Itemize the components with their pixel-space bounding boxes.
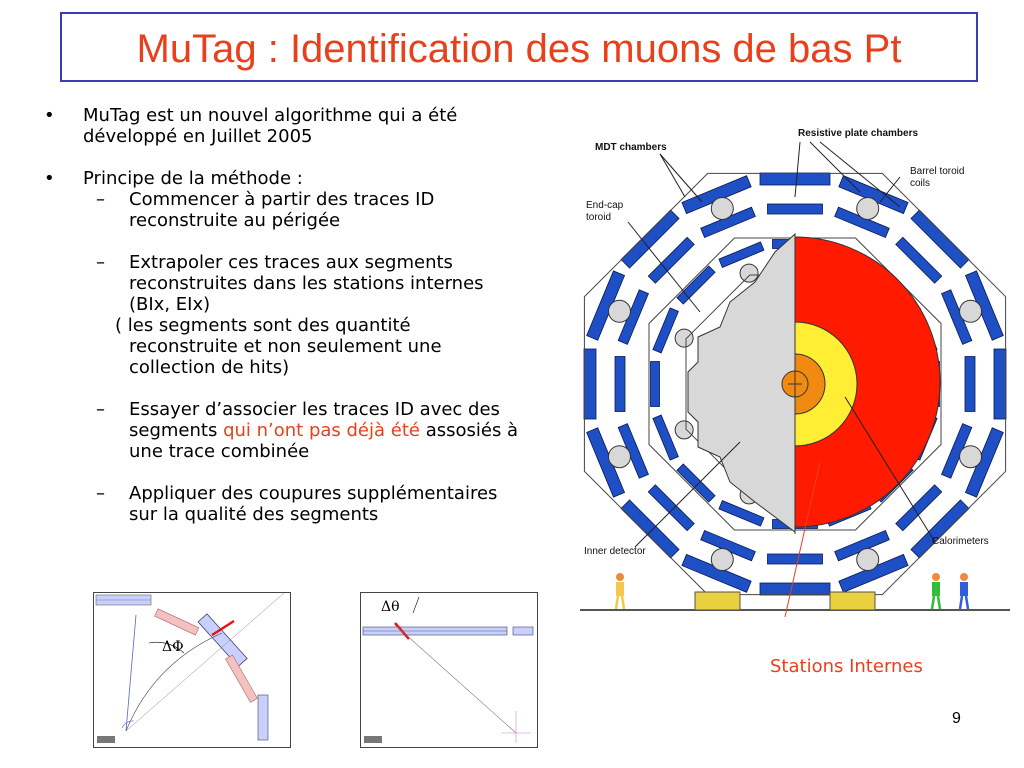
muon-chamber-layers: [583, 172, 1007, 596]
muon-chamber: [718, 241, 765, 268]
label-barrel-toroid-2: coils: [910, 178, 930, 189]
label-rpc: Resistive plate chambers: [798, 128, 918, 139]
bullet-symbol: •: [44, 168, 55, 189]
muon-chamber: [647, 484, 695, 532]
muon-chamber: [676, 265, 716, 305]
muon-chamber: [759, 172, 831, 186]
toroid-coil: [959, 299, 983, 323]
toroid-coil: [674, 328, 694, 348]
bullet-symbol: •: [44, 105, 55, 126]
callout-lines: [627, 141, 936, 618]
sub-bullet-2: – Extrapoler ces traces aux segments: [96, 252, 453, 273]
toroid-coil: [607, 445, 631, 469]
toroid-coil: [856, 196, 880, 220]
muon-chamber: [895, 484, 943, 532]
slide-title: MuTag : Identification des muons de bas …: [136, 27, 902, 71]
person-figure: [614, 573, 626, 610]
toroid-coil: [856, 548, 880, 572]
highlight-text: qui n’ont pas déjà été: [223, 420, 420, 441]
slide-body: • MuTag est un nouvel algorithme qui a é…: [40, 105, 580, 525]
muon-chamber: [993, 348, 1007, 420]
dash-symbol: –: [96, 252, 105, 273]
muon-chamber: [583, 348, 597, 420]
page-number: 9: [952, 710, 961, 727]
human-scale-figures: [614, 573, 970, 610]
bullet-1: • MuTag est un nouvel algorithme qui a é…: [44, 105, 458, 126]
label-calorimeters: Calorimeters: [932, 536, 989, 547]
delta-theta-symbol: Δθ: [381, 599, 400, 615]
muon-chamber: [767, 203, 823, 215]
muon-chamber: [652, 414, 679, 461]
calorimeter: [794, 236, 941, 528]
atlas-detector-diagram: MDT chambers Resistive plate chambers Ba…: [580, 128, 1010, 618]
delta-phi-symbol: ΔΦ: [162, 639, 184, 655]
label-endcap-1: End-cap: [586, 200, 624, 211]
toroid-coil: [710, 196, 734, 220]
title-box: MuTag : Identification des muons de bas …: [60, 12, 978, 82]
sub-bullet-4: – Appliquer des coupures supplémentaires: [96, 483, 498, 504]
person-figure: [930, 573, 942, 610]
muon-chamber: [650, 361, 660, 407]
muon-chamber: [895, 236, 943, 284]
dash-symbol: –: [96, 399, 105, 420]
toroid-coil: [674, 420, 694, 440]
muon-chamber: [718, 500, 765, 527]
label-endcap-2: toroid: [586, 212, 611, 223]
bullet-2: • Principe de la méthode :: [44, 168, 303, 189]
muon-chamber: [652, 307, 679, 354]
muon-chamber: [767, 553, 823, 565]
label-inner-detector: Inner detector: [584, 546, 646, 557]
sub-bullet-1: – Commencer à partir des traces ID: [96, 189, 435, 210]
muon-chamber: [759, 582, 831, 596]
person-figure: [958, 573, 970, 610]
label-barrel-toroid-1: Barrel toroid: [910, 166, 964, 177]
label-mdt: MDT chambers: [595, 142, 667, 153]
note: ( les segments sont des quantité: [115, 315, 411, 336]
muon-chamber: [676, 463, 716, 503]
sub-bullet-3: – Essayer d’associer les traces ID avec …: [96, 399, 500, 420]
delta-phi-inset: ΔΦ: [93, 592, 291, 748]
toroid-coil: [959, 445, 983, 469]
toroid-coil: [607, 299, 631, 323]
muon-chamber: [614, 356, 626, 412]
endcap-toroid-shape: [687, 232, 796, 533]
muon-chamber: [964, 356, 976, 412]
muon-chamber: [647, 236, 695, 284]
dash-symbol: –: [96, 483, 105, 504]
frame-outline: [648, 237, 942, 531]
stations-internes-label: Stations Internes: [770, 656, 923, 677]
toroid-coil: [710, 548, 734, 572]
toroid-coil: [739, 263, 759, 283]
dash-symbol: –: [96, 189, 105, 210]
delta-theta-inset: Δθ: [360, 592, 538, 748]
